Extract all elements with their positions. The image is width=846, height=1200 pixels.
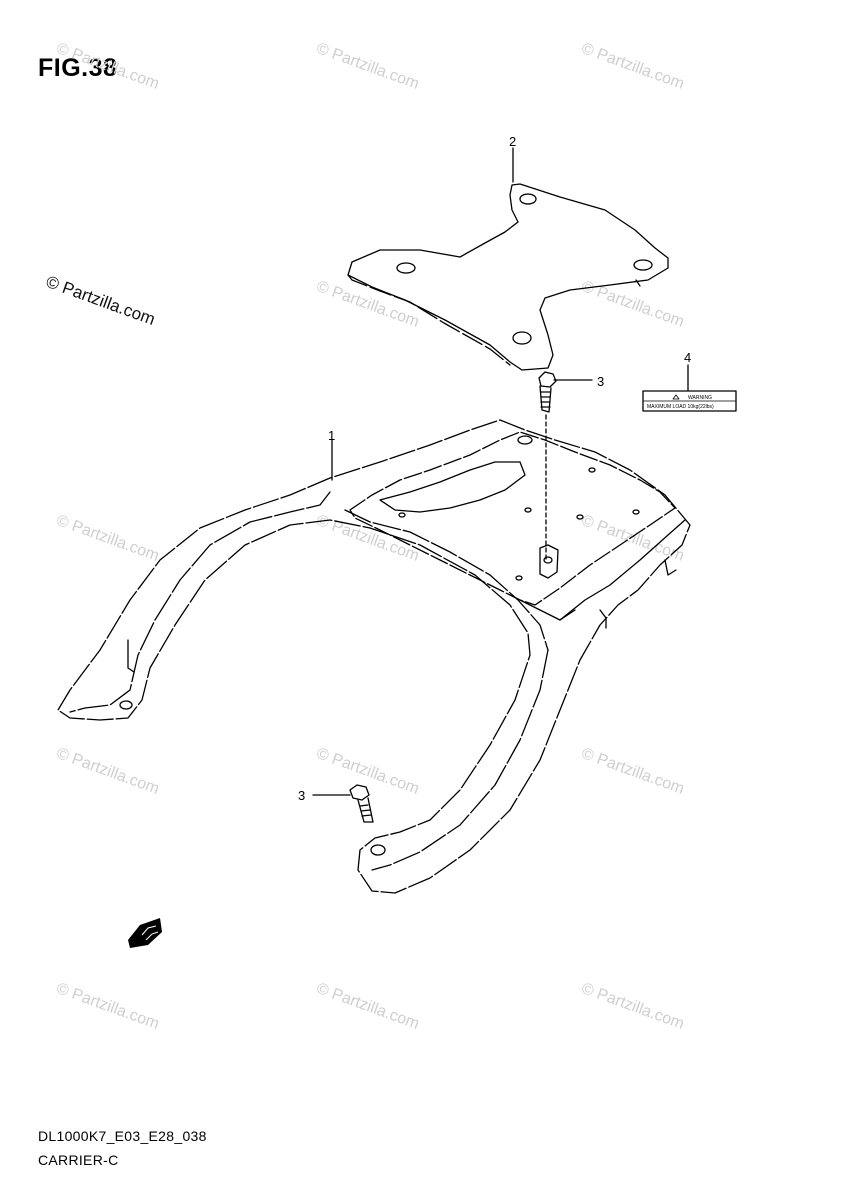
warning-label-text: MAXIMUM LOAD 10kg(22lbs) bbox=[647, 404, 714, 410]
callout-1: 1 bbox=[328, 428, 335, 443]
front-arrow-icon bbox=[128, 918, 162, 948]
warning-label-part-4 bbox=[642, 390, 737, 412]
callout-3-bottom: 3 bbox=[298, 788, 305, 803]
callout-3-top: 3 bbox=[597, 374, 604, 389]
diagram-name: CARRIER-C bbox=[38, 1152, 119, 1168]
warning-label-heading: WARNING bbox=[688, 395, 712, 401]
figure-title: FIG.38 bbox=[38, 54, 118, 82]
carrier-plate-part-2 bbox=[347, 183, 669, 371]
callout-2: 2 bbox=[509, 134, 516, 149]
bolt-part-3-top bbox=[538, 371, 557, 561]
bolt-part-3-bottom bbox=[349, 784, 374, 823]
diagram-code: DL1000K7_E03_E28_038 bbox=[38, 1128, 207, 1144]
callout-4: 4 bbox=[684, 350, 691, 365]
carrier-part-1 bbox=[57, 419, 691, 894]
